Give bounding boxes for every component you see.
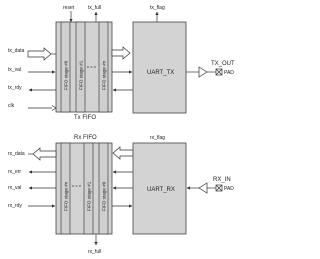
rx-stage-n: [60, 142, 71, 235]
rx-stage-0-label: FIFO stage #0: [102, 181, 107, 211]
reset-label: reset: [63, 5, 75, 11]
rx-err-label: rx_err: [8, 169, 21, 175]
rx-fifo-title: Rx FIFO: [74, 135, 97, 141]
tx-full-label: tx_full: [88, 5, 101, 11]
tx-stage-1: [75, 21, 86, 113]
rx-val-label: rx_val: [8, 185, 21, 191]
tx-pad-label: PAD: [224, 70, 234, 76]
clk-edge-marker: [51, 105, 57, 111]
uart-fifo-block-diagram: reset tx_full tx_flag FIFO stage #0 FIFO…: [8, 5, 235, 255]
rx-stage-1: [83, 142, 94, 235]
uart-tx-label: UART_TX: [147, 70, 174, 76]
rx-in-buffer: [198, 182, 208, 194]
rx-uart-to-fifo-bus: [112, 146, 134, 160]
uart-rx-label: UART_RX: [147, 187, 175, 193]
rx-full-label: rx_full: [88, 249, 101, 255]
tx-pad-x2: [215, 68, 223, 76]
rx-section: Rx FIFO rx_flag FIFO stage #n FIFO stage…: [8, 135, 234, 255]
rx-flag-label: rx_flag: [150, 135, 165, 141]
tx-val-label: tx_val: [8, 67, 21, 73]
tx-stage-n-label: FIFO stage #n: [102, 60, 107, 90]
tx-stage-0: [60, 21, 71, 113]
tx-stage-1-label: FIFO stage #1: [79, 60, 84, 90]
tx-fifo-to-uart-bus: [111, 46, 131, 60]
tx-flag-label: tx_flag: [150, 5, 165, 11]
tx-fifo-title: Tx FIFO: [74, 115, 96, 121]
rx-pad-label: PAD: [224, 186, 234, 192]
tx-stage-n: [98, 21, 109, 113]
tx-section: reset tx_full tx_flag FIFO stage #0 FIFO…: [8, 5, 235, 121]
uart-tx-box: [132, 21, 187, 114]
tx-data-label: tx_data: [8, 48, 25, 54]
rx-data-bus-arrow: [32, 147, 57, 161]
tx-out-buffer: [198, 66, 208, 78]
rx-data-label: rx_data: [8, 151, 25, 157]
rx-rdy-label: rx_rdy: [8, 203, 22, 209]
rx-pad-x2: [215, 184, 223, 192]
tx-rdy-label: tx_rdy: [8, 85, 22, 91]
tx-out-label: TX_OUT: [211, 61, 235, 67]
rx-stage-1-label: FIFO stage #1: [87, 181, 92, 211]
clk-label: clk: [8, 103, 15, 109]
rx-in-label: RX_IN: [213, 177, 231, 183]
tx-data-bus-arrow: [27, 47, 52, 61]
uart-rx-box: [132, 142, 187, 235]
rx-stage-n-label: FIFO stage #n: [64, 181, 69, 211]
rx-stage-0: [98, 142, 109, 235]
tx-stage-0-label: FIFO stage #0: [64, 60, 69, 90]
